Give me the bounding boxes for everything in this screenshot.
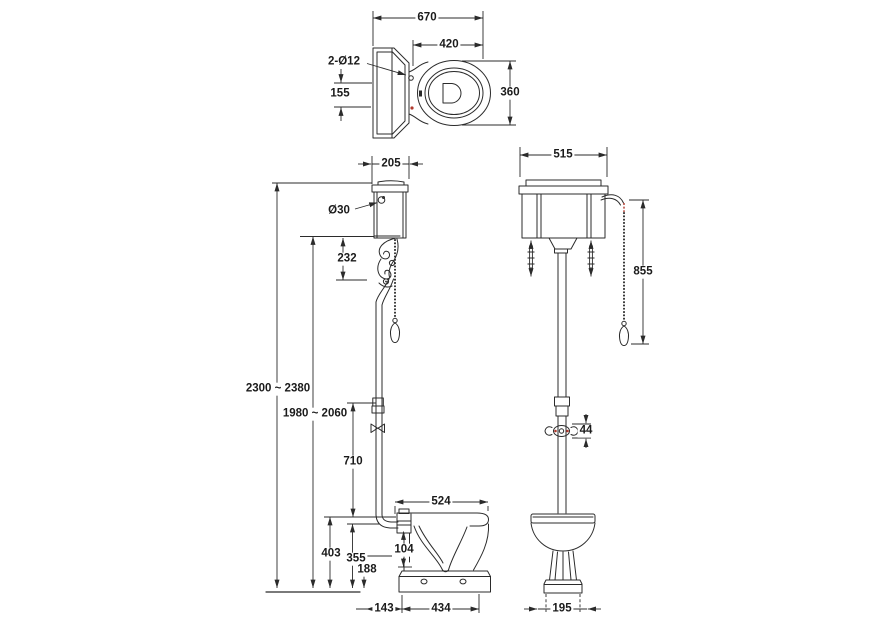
dim-fixing-holes: 2-Ø12 — [326, 55, 362, 69]
pan-plan — [408, 60, 491, 126]
dim-cistern-width: 515 — [551, 148, 575, 162]
dim-outlet-height: 188 — [355, 563, 379, 577]
pipe-clip — [544, 425, 579, 437]
seat-hinge-mark — [419, 90, 422, 97]
cistern-front — [518, 179, 609, 239]
pan-front — [530, 513, 596, 594]
dim-chain-drop: 855 — [631, 265, 655, 279]
cistern-side — [371, 180, 409, 239]
dim-flush-pipe-length: 710 — [341, 455, 365, 469]
chain-pull-handle-side — [389, 322, 401, 343]
fixing-hole-bottom-marker — [410, 106, 414, 110]
dim-pan-projection: 420 — [437, 38, 461, 52]
dim-pan-depth: 524 — [429, 495, 453, 509]
cistern-plan — [372, 47, 410, 139]
flush-pipe-side — [370, 278, 399, 529]
wall-bracket — [373, 235, 401, 288]
flush-pipe-front — [548, 237, 578, 514]
dim-overall-depth: 670 — [415, 11, 439, 25]
fixing-bolt-left — [527, 240, 535, 277]
seat-lug — [398, 508, 410, 514]
chain-pull-handle-front — [618, 325, 630, 346]
inlet-hole-leader — [354, 202, 378, 210]
dim-wall-to-pan: 143 — [372, 602, 396, 616]
water-area-outline — [442, 83, 462, 104]
pipe-connector-mark — [370, 423, 385, 433]
dim-pan-rim-height: 403 — [319, 547, 343, 561]
dim-bracket-height: 232 — [335, 252, 359, 266]
front-elevation-drawing — [518, 147, 649, 612]
floor-bolt-cap — [459, 578, 467, 585]
dim-pipe-clip: 44 — [577, 424, 595, 438]
dim-hole-spacing: 155 — [328, 87, 352, 101]
dim-seat-height: 355 — [344, 552, 368, 566]
pan-side — [396, 508, 491, 593]
dim-cistern-depth: 205 — [379, 157, 403, 171]
floor-bolt-cap — [420, 578, 428, 585]
plan-view-drawing — [334, 11, 516, 139]
dim-inlet-hole: Ø30 — [326, 204, 352, 218]
fixing-bolt-right — [587, 240, 595, 277]
dim-pan-base-depth: 434 — [429, 602, 453, 616]
dim-overall-height: 2300 ~ 2380 — [243, 382, 313, 396]
inlet-hole — [377, 196, 386, 204]
fixing-hole-top — [408, 75, 414, 81]
flush-lever-and-chain — [600, 194, 630, 346]
dim-inlet-offset: 104 — [392, 543, 416, 557]
dim-pedestal-base: 195 — [550, 602, 574, 616]
dim-pan-width: 360 — [498, 86, 522, 100]
dim-pipe-top-height: 1980 ~ 2060 — [280, 407, 350, 421]
